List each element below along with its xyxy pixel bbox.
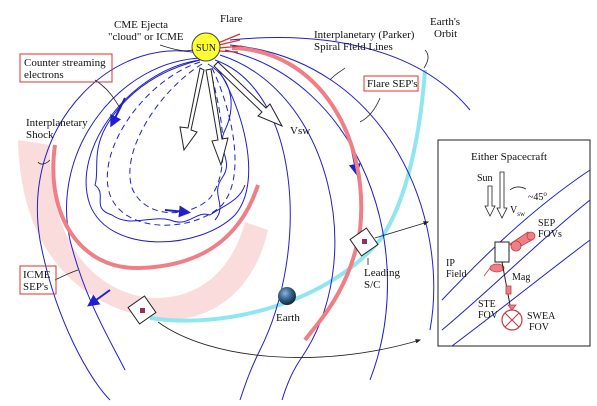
- vsw-label: Vsw: [290, 125, 310, 137]
- inset-mag-boom: [501, 261, 511, 306]
- inset-swea-fov: [501, 304, 523, 331]
- solar-wind-arrow-1: [179, 67, 205, 152]
- counter-streaming-box: [19, 53, 113, 83]
- earth-icon: [278, 287, 296, 305]
- cme-loop-dashed-1: [106, 61, 236, 226]
- counter-streaming-arrow-2: [164, 205, 191, 218]
- field-line-outer-left: [37, 50, 206, 401]
- connector-icme-to-inset: [157, 321, 422, 358]
- solar-wind-arrow-3: [213, 61, 284, 128]
- inset-mag-label: Mag: [512, 272, 530, 283]
- spacecraft-icme: [127, 295, 157, 325]
- inset-title: Either Spacecraft: [471, 151, 547, 163]
- inset-ste-fov-label: STE FOV: [478, 299, 499, 321]
- solar-wind-arrow-2: [205, 68, 229, 167]
- inset-ste-detector: [483, 263, 505, 277]
- inset-vsw-arrow: [496, 171, 508, 219]
- inset-sep-telescopes: [509, 231, 536, 252]
- cme-loop-outer: [85, 59, 250, 243]
- sun-label: SUN: [196, 43, 216, 54]
- counter-streaming-label: Counter streaming electrons: [24, 57, 108, 81]
- counter-streaming-arrow-1: [110, 97, 126, 128]
- inset-angle-arc: [509, 186, 527, 191]
- counter-streaming-wavy: [94, 59, 246, 223]
- leading-sc-label: Leading S/C: [364, 267, 403, 291]
- inset-ip-field-lines: [441, 169, 591, 347]
- cme-ejecta-label: CME Ejecta "cloud" or ICME: [108, 19, 184, 43]
- icme-seps-label: ICME SEP's: [23, 269, 53, 293]
- inset-spacecraft-body: [494, 241, 510, 263]
- flare-sep-curve: [231, 46, 364, 342]
- inset-sun-arrow: [484, 185, 496, 217]
- inset-panel: Either Spacecraft Sun Vsw ~45o SEP FOVs: [437, 139, 591, 347]
- sun-disk: [191, 32, 221, 62]
- field-line-right-4: [229, 44, 435, 331]
- counter-streaming-arrow-3: [87, 289, 111, 307]
- earth-label: Earth: [276, 312, 300, 324]
- connector-leading-to-inset: [374, 221, 430, 239]
- shock-sep-curve: [51, 144, 260, 271]
- flare-seps-label: Flare SEP's: [367, 78, 418, 90]
- field-line-left-2: [66, 57, 204, 371]
- flare-rays: [217, 33, 243, 53]
- inset-ip-field-label: IP Field: [446, 258, 467, 280]
- interplanetary-shock-label: Interplanetary Shock: [26, 117, 90, 141]
- leader-lines: [37, 44, 429, 281]
- field-line-right-3: [224, 49, 388, 381]
- inset-swea-fov-label: SWEA FOV: [527, 311, 557, 333]
- flare-seps-box: [363, 75, 419, 92]
- earth-orbit-label: Earth's Orbit: [430, 16, 463, 40]
- inset-vsw-label: Vsw: [510, 205, 526, 218]
- earth-orbit-curve: [149, 69, 427, 323]
- flare-label: Flare: [220, 13, 243, 25]
- field-line-top-right: [229, 37, 471, 111]
- inset-sep-fovs-label: SEP FOVs: [538, 218, 562, 240]
- icme-seps-box: [19, 265, 57, 295]
- inset-mag-sensor: [505, 285, 512, 295]
- parker-spiral-label: Interplanetary (Parker) Spiral Field Lin…: [314, 29, 417, 53]
- field-line-right-2: [219, 54, 336, 401]
- inset-sun-label: Sun: [477, 173, 493, 184]
- solar-wind-arrows: [179, 61, 284, 167]
- field-line-right-1: [214, 59, 291, 401]
- spacecraft-leading: [349, 227, 379, 257]
- field-lines: [37, 37, 471, 401]
- inset-angle-label: ~45o: [528, 190, 547, 203]
